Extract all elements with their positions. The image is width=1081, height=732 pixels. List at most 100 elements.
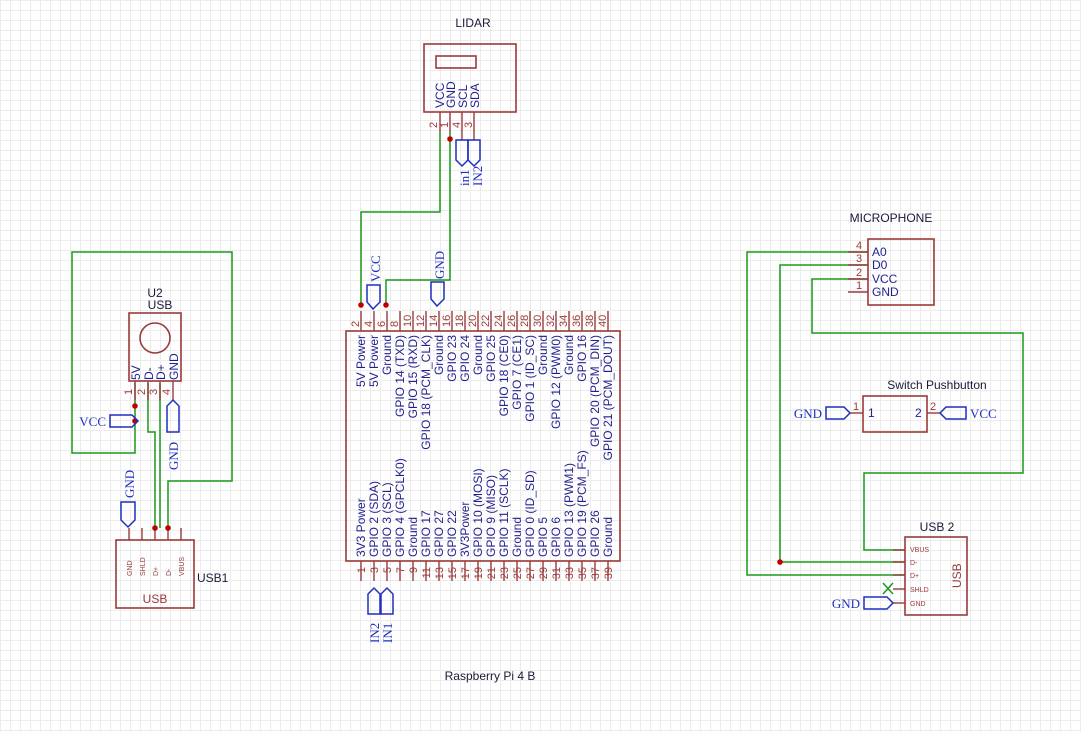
rpi-pin-name: 5V Power	[354, 335, 368, 387]
rpi-pin-num: 15	[447, 567, 459, 579]
usb2-pin-name: VBUS	[910, 547, 929, 554]
rpi-pin-num: 23	[499, 567, 511, 579]
junction-dot	[152, 525, 158, 531]
rpi-pin-name: GPIO 26	[588, 510, 602, 557]
usb2-label: USB	[950, 563, 964, 588]
net-flag-in1	[380, 586, 394, 615]
rpi-pin-num: 7	[395, 567, 407, 573]
rpi-pin-num: 31	[551, 567, 563, 579]
usb2-component[interactable]: USB 2 VBUS D- D+ SHLD GND USB GND	[777, 520, 968, 616]
net-flag-gnd	[166, 398, 180, 433]
junction-dot	[383, 302, 389, 308]
rpi-pin-num: 13	[434, 567, 446, 579]
rpi-pin-num: 36	[571, 315, 583, 327]
rpi-pin-num: 5	[382, 567, 394, 573]
lidar-pin-num: 3	[463, 122, 475, 128]
u2-pin-name: D+	[154, 364, 168, 380]
rpi-pin-name: GPIO 19 (PCM_FS)	[575, 450, 589, 557]
rpi-pin-num: 33	[564, 567, 576, 579]
net-label-in2: IN2	[470, 166, 485, 186]
microphone-component[interactable]: MICROPHONE 4 3 2 1 A0 D0 VCC GND	[848, 211, 935, 306]
rpi-pin-num: 27	[525, 567, 537, 579]
rpi-pin-name: GPIO 6	[549, 517, 563, 557]
rpi-pin-name: GPIO 22	[445, 510, 459, 557]
usb1-label: USB	[143, 592, 168, 606]
microphone-pin-name: VCC	[872, 272, 898, 286]
microphone-pin-name: D0	[872, 258, 888, 272]
junction-dot	[132, 403, 138, 409]
junction-dot	[165, 525, 171, 531]
wire-mic-d0	[779, 264, 905, 563]
rpi-pin-name: GPIO 27	[432, 510, 446, 557]
microphone-pin-num: 2	[856, 267, 862, 279]
u2-title: U2	[147, 286, 163, 300]
usb2-pin-name: D+	[910, 573, 919, 580]
net-label-in2: IN2	[367, 623, 382, 643]
rpi-pin-name: GPIO 12 (PWM0)	[549, 335, 563, 429]
microphone-pin-name: GND	[872, 285, 899, 299]
wire-lidar-gnd	[385, 132, 451, 305]
net-label-gnd: GND	[794, 406, 822, 421]
u2-pin-name: 5V	[129, 365, 143, 380]
lidar-pin-num: 4	[451, 122, 463, 128]
switch-title: Switch Pushbutton	[887, 378, 986, 392]
u2-usb-component[interactable]: U2 USB 5V D- D+ GND 1 2 3 4 VCC GND	[79, 286, 182, 470]
rpi-pin-name: GPIO 18 (PCM_CLK)	[419, 335, 433, 450]
usb2-body	[904, 536, 968, 616]
rpi-pin-name: GPIO 7 (CE1)	[510, 335, 524, 410]
rpi-pin-name: GPIO 24	[458, 335, 472, 382]
rpi-pin-num: 17	[460, 567, 472, 579]
rpi-pin-name: 3V3Power	[458, 502, 472, 557]
rpi-pin-num: 26	[506, 315, 518, 327]
usb2-pin-name: SHLD	[910, 587, 929, 594]
rpi-pin-name: GPIO 1 (ID_SC)	[523, 335, 537, 422]
lidar-title: LIDAR	[455, 16, 491, 30]
rpi-pin-name: GPIO 13 (PWM1)	[562, 463, 576, 557]
junction-dot	[447, 136, 453, 142]
rpi-pin-name: GPIO 5	[536, 517, 550, 557]
rpi-pin-name: Ground	[536, 335, 550, 375]
rpi-pin-name: Ground	[562, 335, 576, 375]
rpi-pin-name: GPIO 17	[419, 510, 433, 557]
rpi-pin-num: 28	[519, 315, 531, 327]
usb1-pin-name: SHLD	[140, 557, 147, 576]
wire-lidar-vcc	[360, 132, 441, 305]
rpi-pin-name: GPIO 2 (SDA)	[367, 481, 381, 557]
rpi-pin-name: GPIO 3 (SCL)	[380, 482, 394, 557]
microphone-body	[867, 238, 935, 306]
lidar-sensor-window	[435, 55, 477, 69]
lidar-component[interactable]: LIDAR VCC GND SCL SDA 2 1 4 3 in1 IN2	[423, 16, 517, 186]
switch-pin-name: 1	[868, 406, 875, 420]
rpi-pin-name: GPIO 4 (GPCLK0)	[393, 458, 407, 557]
rpi-pin-num: 8	[389, 321, 401, 327]
usb1-component[interactable]: GND SHLD D+ D- VBUS USB USB1 GND	[115, 470, 229, 609]
net-flag-vcc	[366, 284, 381, 311]
rpi-pin-num: 40	[597, 315, 609, 327]
rpi-pin-num: 20	[467, 315, 479, 327]
net-label-gnd: GND	[832, 596, 860, 611]
rpi-pin-name: GPIO 0 (ID_SD)	[523, 470, 537, 557]
rpi-pin-num: 6	[376, 321, 388, 327]
net-flag-gnd	[863, 596, 895, 610]
net-flag-gnd	[825, 406, 852, 420]
u2-pin-num: 4	[161, 389, 173, 395]
rpi-pin-name: GPIO 23	[445, 335, 459, 382]
rpi-body	[345, 330, 621, 562]
rpi-title: Raspberry Pi 4 B	[445, 669, 536, 683]
usb1-pin-name: D+	[153, 567, 160, 576]
rpi-pin-name: GPIO 16	[575, 335, 589, 382]
switch-pushbutton-component[interactable]: Switch Pushbutton 1 2 1 2 GND VCC	[794, 378, 997, 433]
wire-mic-vcc	[811, 278, 1024, 551]
rpi-pin-name: GPIO 25	[484, 335, 498, 382]
rpi-pin-num: 14	[428, 315, 440, 327]
usb1-pin-name: D-	[166, 568, 173, 576]
rpi-pin-num: 16	[441, 315, 453, 327]
usb2-pin-name: GND	[910, 601, 926, 608]
rpi-pin-num: 10	[402, 315, 414, 327]
switch-pin-num: 1	[853, 401, 859, 413]
rpi-pin-num: 1	[356, 567, 368, 573]
rpi-pin-num: 34	[558, 315, 570, 327]
